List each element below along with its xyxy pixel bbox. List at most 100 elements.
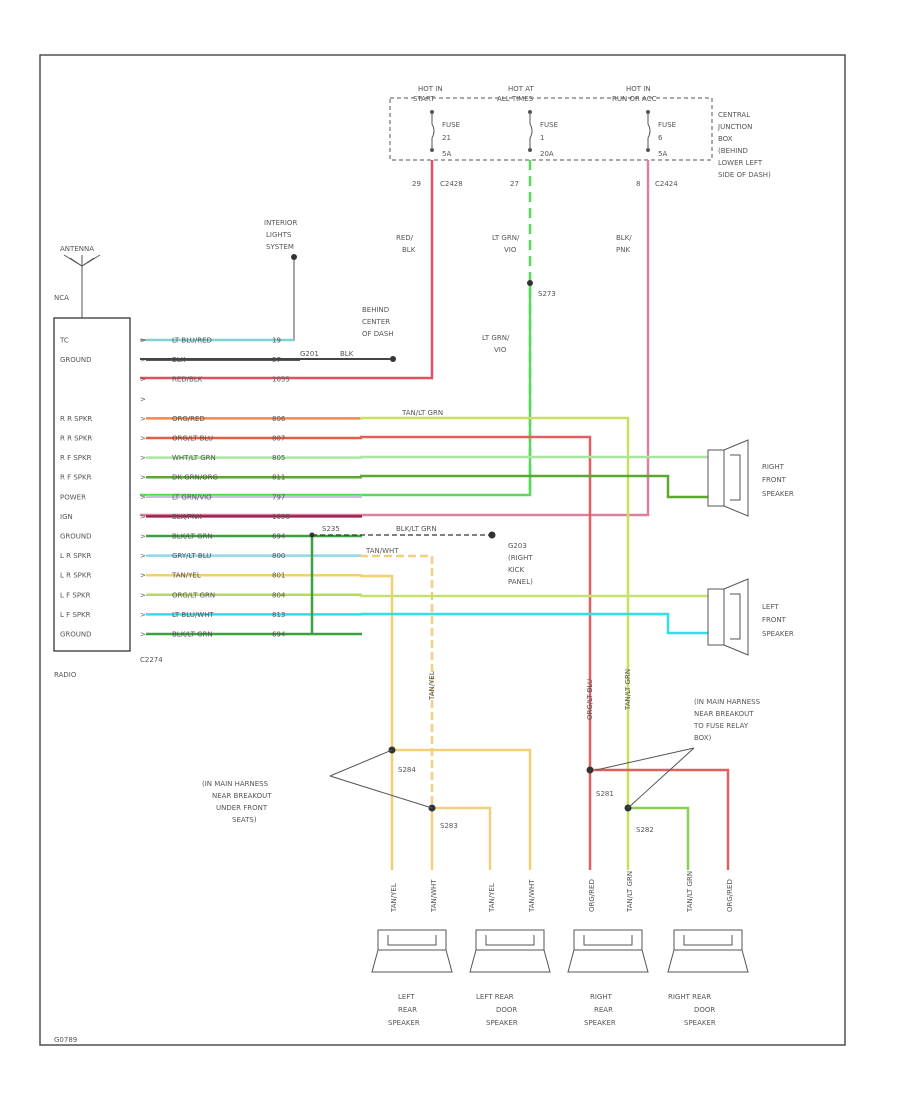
vlabel-tan-lt-grn: TAN/LT GRN [624, 669, 632, 711]
cjb-note-4: (BEHIND [718, 147, 748, 155]
cjb-note-2: JUNCTION [717, 123, 752, 131]
radio-wire-circuit: 1055 [272, 376, 290, 384]
radio-pin-marker: > [140, 415, 146, 423]
radio-wire-circuit: 811 [272, 474, 285, 482]
radio-connector: C2274 [140, 656, 163, 664]
radio-wire-circuit: 57 [272, 356, 281, 364]
radio-wire-circuit: 797 [272, 493, 285, 501]
sw-label-2: TAN/WHT [430, 879, 438, 913]
cjb-note-1: CENTRAL [718, 111, 750, 119]
lrd-speaker-2: DOOR [496, 1006, 517, 1014]
radio-pin-marker: > [140, 513, 146, 521]
radio-wire-circuit: 805 [272, 454, 285, 462]
radio-pin-label: GROUND [60, 631, 92, 639]
radio-pin-label: L F SPKR [60, 611, 91, 619]
inline-tan-whit: TAN/WHT [365, 547, 399, 555]
radio-wire-color: LT BLU/WHT [172, 611, 214, 619]
radio-wire-circuit: 807 [272, 435, 285, 443]
svg-text:5A: 5A [442, 150, 451, 158]
lr-speaker-2: REAR [398, 1006, 417, 1014]
radio-pin-label: POWER [60, 493, 86, 501]
rrd-speaker-2: DOOR [694, 1006, 715, 1014]
radio-pin-marker: > [140, 474, 146, 482]
radio-pin-marker: > [140, 493, 146, 501]
left-rear-speaker-icon [371, 929, 453, 973]
lrd-speaker-3: SPEAKER [486, 1019, 518, 1027]
radio-pin-marker: > [140, 591, 146, 599]
radio-pin-label: GROUND [60, 356, 92, 364]
svg-text:FUSE: FUSE [442, 121, 460, 129]
fuse-21: FUSE 21 5A [430, 110, 460, 158]
hot-label-3b: RUN OR ACC [612, 95, 657, 103]
sw-label-1: TAN/YEL [390, 883, 398, 913]
radio-pin-marker: > [140, 337, 146, 345]
g203-note-2: (RIGHT [508, 554, 533, 562]
radio-pin-label: GROUND [60, 533, 92, 541]
svg-text:FUSE: FUSE [658, 121, 676, 129]
callout-left [329, 749, 433, 809]
radio-wire-circuit: 19 [272, 337, 281, 345]
radio-wire-circuit: 806 [272, 415, 286, 423]
lr-speaker-1: LEFT [398, 993, 415, 1001]
label-ltgrn-vio-3: LT GRN/ [482, 334, 510, 342]
antenna-icon [63, 254, 101, 318]
g201-ground-icon [390, 356, 396, 362]
rf-speaker-3: SPEAKER [762, 490, 794, 498]
label-red-blk-2: BLK [402, 246, 416, 254]
rf-speaker-1: RIGHT [762, 463, 785, 471]
radio-wire-circuit: 1058 [272, 513, 290, 521]
svg-text:1: 1 [540, 134, 544, 142]
lf-speaker-3: SPEAKER [762, 630, 794, 638]
lf-speaker-1: LEFT [762, 603, 779, 611]
radio-pin-marker: > [140, 533, 146, 541]
sw-label-3: TAN/YEL [488, 883, 496, 913]
radio-wire-color: ORG/RED [172, 415, 205, 423]
hot-label-2a: HOT AT [508, 85, 535, 93]
lf-speaker-2: FRONT [762, 616, 787, 624]
radio-pin-marker: > [140, 356, 146, 364]
g201-note-3: OF DASH [362, 330, 394, 338]
wire-red-blk-feed [140, 160, 434, 380]
inline-tan-lt-grn: TAN/LT GRN [401, 409, 443, 417]
radio-pin-marker: > [140, 631, 146, 639]
harness-right-1: (IN MAIN HARNESS [694, 698, 761, 706]
radio-wire-color: LT GRN/VIO [172, 493, 212, 501]
radio-wire-color: TAN/YEL [171, 572, 201, 580]
radio-name: RADIO [54, 671, 77, 679]
central-junction-box: HOT IN START HOT AT ALL TIMES HOT IN RUN… [389, 85, 771, 188]
radio-pin-marker: > [140, 376, 146, 384]
rr-speaker-3: SPEAKER [584, 1019, 616, 1027]
right-front-speaker-icon [707, 439, 749, 517]
radio-wire-color: BLK/LT GRN [172, 631, 213, 639]
rrd-speaker-1: RIGHT REAR [668, 993, 711, 1001]
radio-pin-label: L R SPKR [60, 572, 91, 580]
diagram-frame [39, 54, 846, 1046]
radio-pin-label: IGN [60, 513, 73, 521]
radio-pin-marker: > [140, 454, 146, 462]
sw-label-4: TAN/WHT [528, 879, 536, 913]
radio-wire-color: RED/BLK [172, 376, 203, 384]
rear-splice-wiring [392, 748, 730, 870]
harness-left-3: UNDER FRONT [216, 804, 268, 812]
hot-label-1b: START [413, 95, 435, 103]
g203-note-4: PANEL) [508, 578, 533, 586]
wire-routing [309, 416, 708, 870]
radio-wire-circuit: 694 [272, 533, 286, 541]
rf-speaker-2: FRONT [762, 476, 787, 484]
pin-29: 29 [412, 180, 421, 188]
label-s284: S284 [398, 766, 416, 774]
radio-box [53, 317, 131, 652]
vlabel-org-lt-blu: ORG/LT BLU [586, 679, 594, 720]
radio-pin-label: L R SPKR [60, 552, 91, 560]
label-blk-pnk-1: BLK/ [616, 234, 632, 242]
right-rear-speaker-icon [567, 929, 649, 973]
lrd-speaker-1: LEFT REAR [476, 993, 514, 1001]
svg-text:FUSE: FUSE [540, 121, 558, 129]
radio-wire-color: BLK/PNK [172, 513, 202, 521]
lr-speaker-3: SPEAKER [388, 1019, 420, 1027]
radio-pin-marker: > [140, 435, 146, 443]
interior-lights-3: SYSTEM [266, 243, 294, 251]
radio-wire-color: BLK [172, 356, 186, 364]
radio-pin-label: R F SPKR [60, 474, 92, 482]
svg-text:6: 6 [658, 134, 663, 142]
